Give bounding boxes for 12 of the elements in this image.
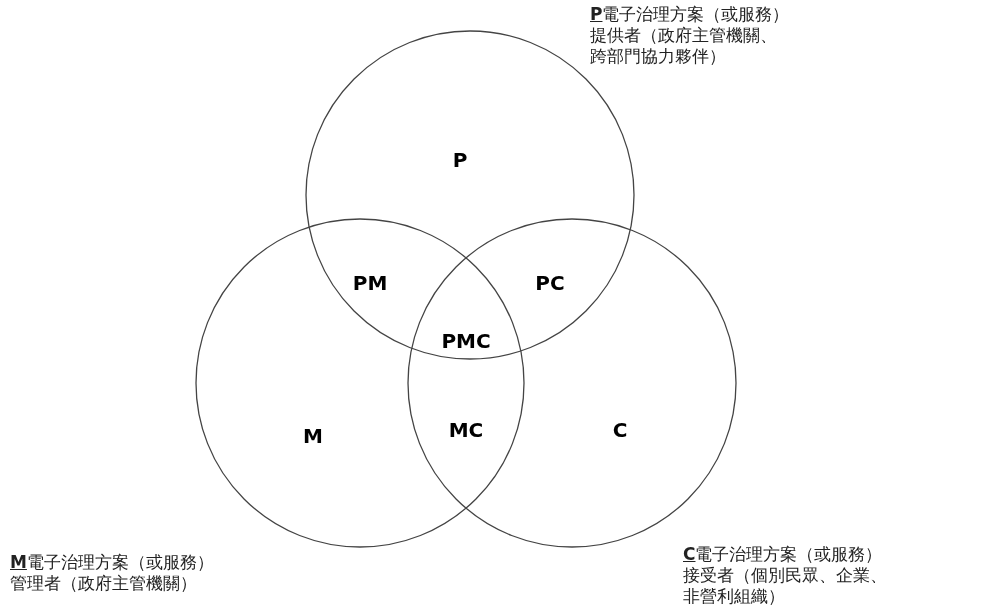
set-label: M: [303, 424, 323, 448]
venn-circle: [195, 218, 525, 548]
intersection-label: PMC: [441, 329, 491, 353]
set-description: P電子治理方案（或服務）提供者（政府主管機關、跨部門協力夥伴）: [590, 4, 791, 67]
venn-circle: [407, 218, 737, 548]
intersection-label: PC: [535, 271, 565, 295]
set-label: C: [612, 418, 628, 442]
intersection-label: PM: [352, 271, 388, 295]
set-label: P: [452, 148, 468, 172]
set-description: M電子治理方案（或服務）管理者（政府主管機關）: [10, 552, 215, 594]
intersection-label: MC: [448, 418, 484, 442]
set-description: C電子治理方案（或服務）接受者（個別民眾、企業、非營利組織）: [683, 544, 888, 607]
